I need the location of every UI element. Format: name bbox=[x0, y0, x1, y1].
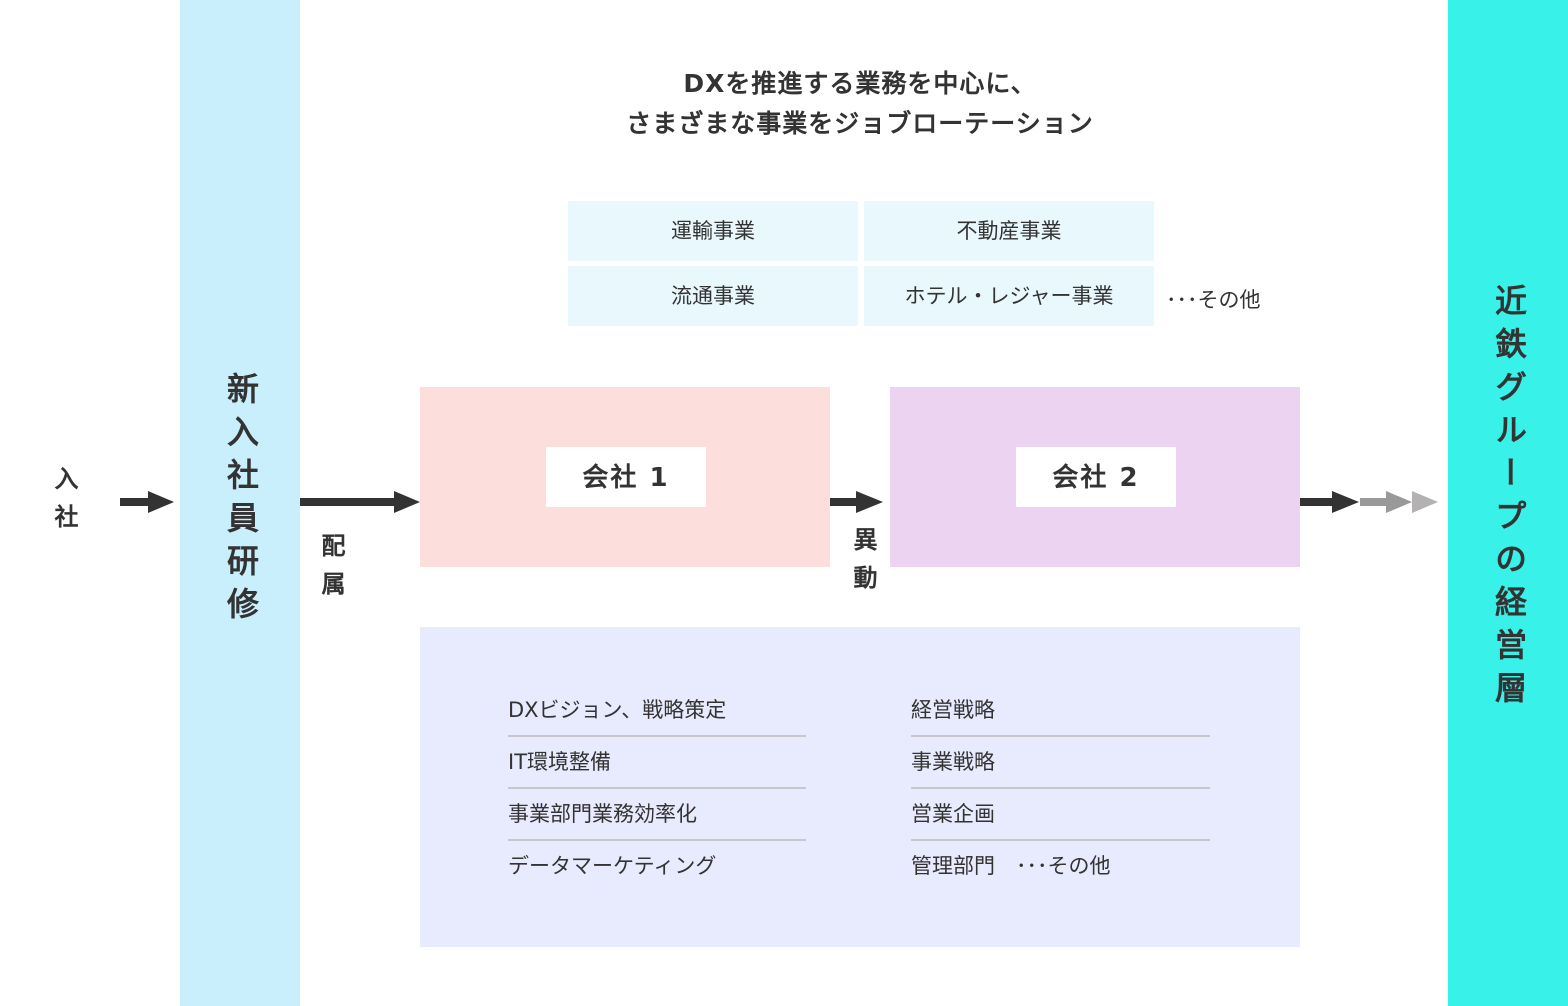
company-2-box: 会社 2 bbox=[890, 387, 1300, 567]
duty-item: 経営戦略 bbox=[911, 685, 1210, 737]
business-cell: 運輸事業 bbox=[568, 201, 858, 261]
duties-panel: DXビジョン、戦略策定 IT環境整備 事業部門業務効率化 データマーケティング … bbox=[420, 627, 1300, 947]
executive-label: 近鉄グループの経営層 bbox=[1490, 284, 1528, 714]
company-1-box: 会社 1 bbox=[420, 387, 830, 567]
business-cell: 流通事業 bbox=[568, 266, 858, 326]
businesses-others: ･･･その他 bbox=[1166, 288, 1261, 312]
entry-label: 入社 bbox=[50, 466, 78, 542]
company-2-label: 会社 2 bbox=[1016, 447, 1176, 507]
duty-item: DXビジョン、戦略策定 bbox=[508, 685, 806, 737]
duty-item: データマーケティング bbox=[508, 854, 717, 878]
duty-item: IT環境整備 bbox=[508, 737, 806, 789]
duty-item: 管理部門 ･･･その他 bbox=[911, 854, 1111, 878]
executive-column bbox=[1448, 0, 1568, 1006]
assignment-label: 配属 bbox=[317, 533, 345, 609]
duty-item: 事業部門業務効率化 bbox=[508, 789, 806, 841]
training-label: 新入社員研修 bbox=[222, 372, 260, 630]
headline: DXを推進する業務を中心に、 さまざまな事業をジョブローテーション bbox=[300, 64, 1420, 144]
headline-line2: さまざまな事業をジョブローテーション bbox=[626, 109, 1094, 138]
company-1-label: 会社 1 bbox=[546, 447, 706, 507]
training-column bbox=[180, 0, 300, 1006]
duty-item: 営業企画 bbox=[911, 789, 1210, 841]
transfer-label: 異動 bbox=[849, 527, 877, 603]
duty-item: 事業戦略 bbox=[911, 737, 1210, 789]
business-cell: ホテル・レジャー事業 bbox=[864, 266, 1154, 326]
headline-line1: DXを推進する業務を中心に、 bbox=[683, 69, 1037, 98]
business-cell: 不動産事業 bbox=[864, 201, 1154, 261]
